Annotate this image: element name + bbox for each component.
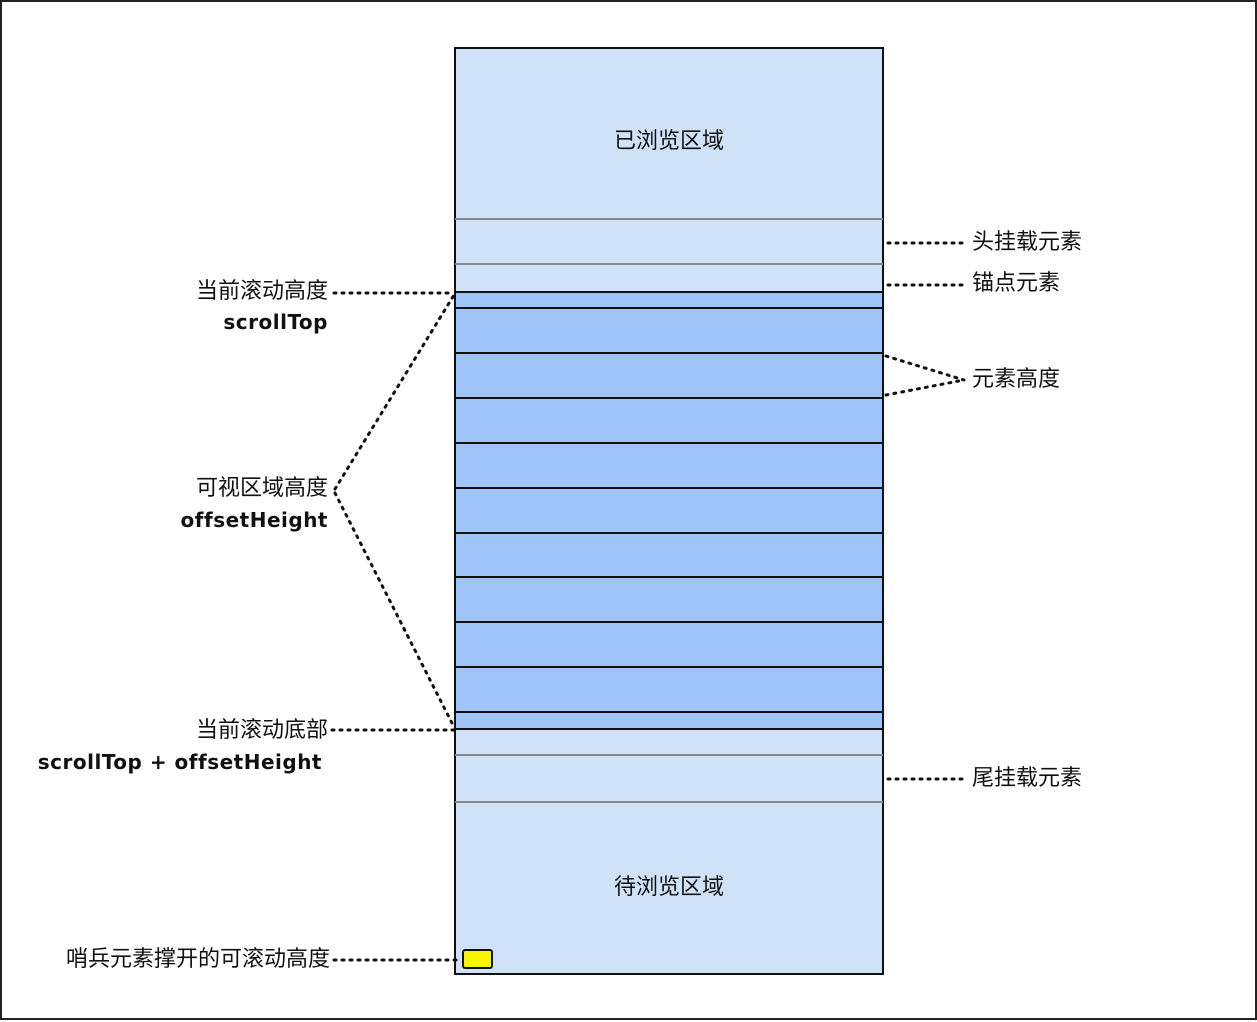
connector-item-height-top [884,354,966,382]
tail-mount-label: 尾挂载元素 [972,766,1083,791]
sentinel-element [462,949,493,969]
scroll-top-title: 当前滚动高度 [195,279,328,304]
browsed-area-label: 已浏览区域 [613,129,724,154]
scroll-top-code: scrollTop [223,310,328,334]
head-mount-label: 头挂载元素 [972,230,1083,255]
item-height-label: 元素高度 [972,367,1061,392]
visible-rows [455,307,883,713]
viewport-region [454,291,884,730]
viewport-code: offsetHeight [180,508,328,532]
scroll-bottom-title: 当前滚动底部 [195,718,328,743]
connector-item-height-bottom [884,378,966,397]
connector-viewport-top [333,293,456,491]
scroll-bottom-code: scrollTop + offsetHeight [37,750,322,774]
anchor-label: 锚点元素 [972,271,1061,296]
viewport-title: 可视区域高度 [195,476,328,501]
sentinel-label: 哨兵元素撑开的可滚动高度 [65,947,330,972]
pending-area-label: 待浏览区域 [613,875,724,900]
connector-viewport-bottom [333,491,456,729]
